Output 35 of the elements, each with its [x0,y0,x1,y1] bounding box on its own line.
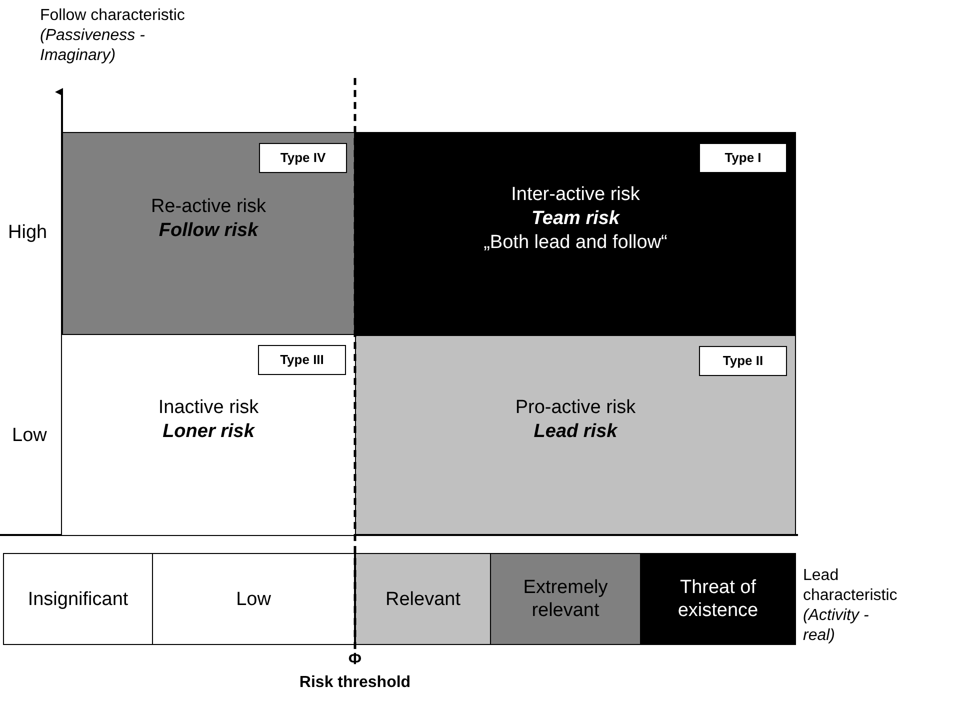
type-tag: Type II [699,346,787,376]
scale-label: Extremely relevant [522,576,609,622]
risk-type: Inter-active risk [511,182,640,206]
risk-name: Team risk [531,206,620,230]
risk-type: Pro-active risk [515,396,636,420]
risk-type: Re-active risk [150,194,266,218]
axis-subtitle: (Passiveness - Imaginary) [40,26,146,66]
risk-name: Follow risk [158,218,258,242]
quadrant-box [355,132,796,335]
scale-cell [490,553,641,645]
quadrant-box [355,335,796,535]
scale-cell [152,553,355,645]
quadrant-box [62,335,355,535]
tick-label: High [8,223,48,243]
axis-title: Lead characteristic [803,566,898,606]
threshold-symbol: Φ [347,650,363,670]
quadrant-box [62,132,355,335]
scale-label: Low [236,588,271,610]
type-tag: Type IV [259,143,347,173]
risk-type: Inactive risk [158,396,259,420]
risk-name: Lead risk [534,420,618,444]
scale-cell [640,553,796,645]
scale-label: Insignificant [28,588,128,610]
scale-label: Threat of existence [676,576,760,622]
scale-cell [355,553,491,645]
type-tag: Type III [258,345,346,375]
tick-label: Low [12,426,48,446]
risk-note: „Both lead and follow“ [484,230,668,254]
risk-name: Loner risk [162,420,254,444]
axis-title: Follow characteristic [40,6,186,26]
type-tag: Type I [699,143,787,173]
scale-label: Relevant [386,588,460,610]
scale-cell [3,553,153,645]
threshold-label: Risk threshold [298,673,412,693]
axis-subtitle: (Activity - real) [803,606,870,646]
